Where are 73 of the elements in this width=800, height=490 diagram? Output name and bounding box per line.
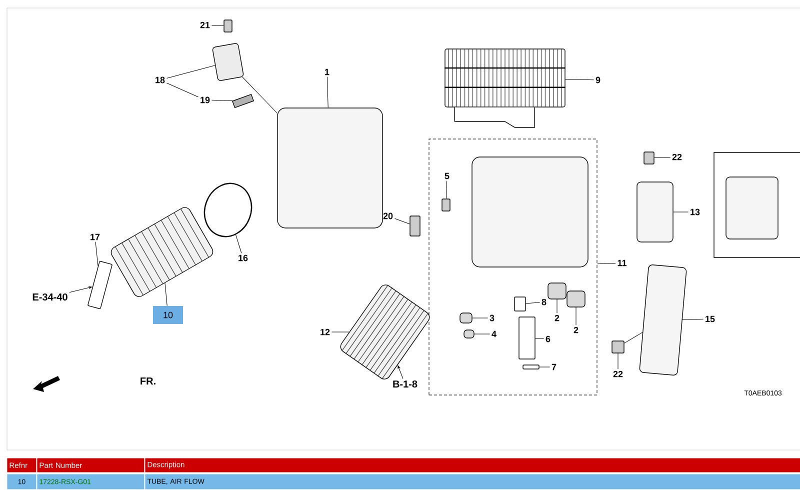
leader-line	[597, 263, 616, 264]
callout-number: 7	[552, 364, 556, 370]
leader-line	[535, 338, 544, 340]
callout-number: 22	[672, 154, 682, 160]
leader-line	[565, 79, 594, 80]
bracket	[726, 176, 778, 240]
callout-number: 19	[200, 96, 210, 104]
callout-number: 3	[490, 314, 494, 322]
part	[522, 364, 540, 370]
sensor	[212, 43, 244, 81]
group-frame	[428, 138, 598, 396]
callout-number: 13	[690, 208, 700, 216]
callout-number: 22	[613, 370, 623, 378]
callout-number: 1	[325, 68, 330, 76]
housing	[472, 156, 588, 268]
bracket	[639, 264, 687, 376]
reference-label: B-1-8	[393, 380, 418, 388]
leader-line	[326, 76, 328, 108]
callout-number: 2	[574, 326, 578, 334]
bracket	[636, 182, 674, 242]
leader-line	[235, 234, 242, 254]
bolt	[442, 198, 450, 212]
callout-number: 17	[90, 234, 100, 240]
reference-label: E-34-40	[32, 293, 68, 301]
leader-line	[526, 302, 540, 304]
reference-arrow	[69, 286, 92, 293]
inset-frame	[714, 152, 800, 258]
callout-number: 8	[542, 298, 546, 306]
duct-drawing	[342, 284, 428, 380]
bolt	[612, 340, 624, 354]
leader-line	[211, 25, 224, 26]
callout-number: 6	[546, 336, 550, 342]
callout-number: 21	[200, 22, 210, 28]
leader-line	[654, 157, 671, 158]
leader-line	[95, 242, 98, 266]
leader-line	[556, 299, 558, 314]
leader-line	[242, 76, 278, 114]
grommet	[566, 290, 586, 308]
reference-arrow	[398, 365, 404, 380]
grommet	[464, 330, 474, 338]
callout-number: 5	[444, 172, 450, 180]
callout-number: 11	[618, 260, 627, 266]
leader-line	[211, 100, 233, 101]
leader-line	[166, 65, 216, 78]
callout-number: 16	[238, 254, 248, 262]
leader-line	[164, 282, 168, 306]
leader-line	[624, 332, 643, 344]
leader-line	[539, 366, 550, 368]
callout-number: 9	[596, 76, 600, 84]
part	[518, 316, 536, 360]
leader-line	[166, 82, 199, 98]
bolt	[410, 216, 420, 236]
part	[88, 260, 112, 310]
air-filter-drawing	[444, 48, 566, 128]
callout-number: 12	[320, 328, 330, 336]
housing	[277, 108, 383, 228]
part	[514, 296, 526, 312]
leader-line	[394, 218, 410, 224]
grommet	[548, 282, 566, 300]
callout-number: 2	[554, 314, 560, 322]
direction-label: FR.	[140, 378, 156, 384]
leader-line	[446, 180, 448, 199]
callout-number: 15	[706, 316, 715, 322]
leader-line	[682, 318, 704, 320]
callout-number: 4	[492, 330, 496, 338]
duct-drawing	[114, 208, 210, 296]
bolt	[644, 152, 654, 164]
bolt	[224, 20, 232, 32]
callout-number: 18	[156, 76, 165, 84]
highlighted-callout-number: 10	[153, 306, 183, 324]
callout-number: 20	[383, 212, 393, 220]
grommet	[460, 312, 472, 324]
clamp-band	[204, 182, 252, 238]
